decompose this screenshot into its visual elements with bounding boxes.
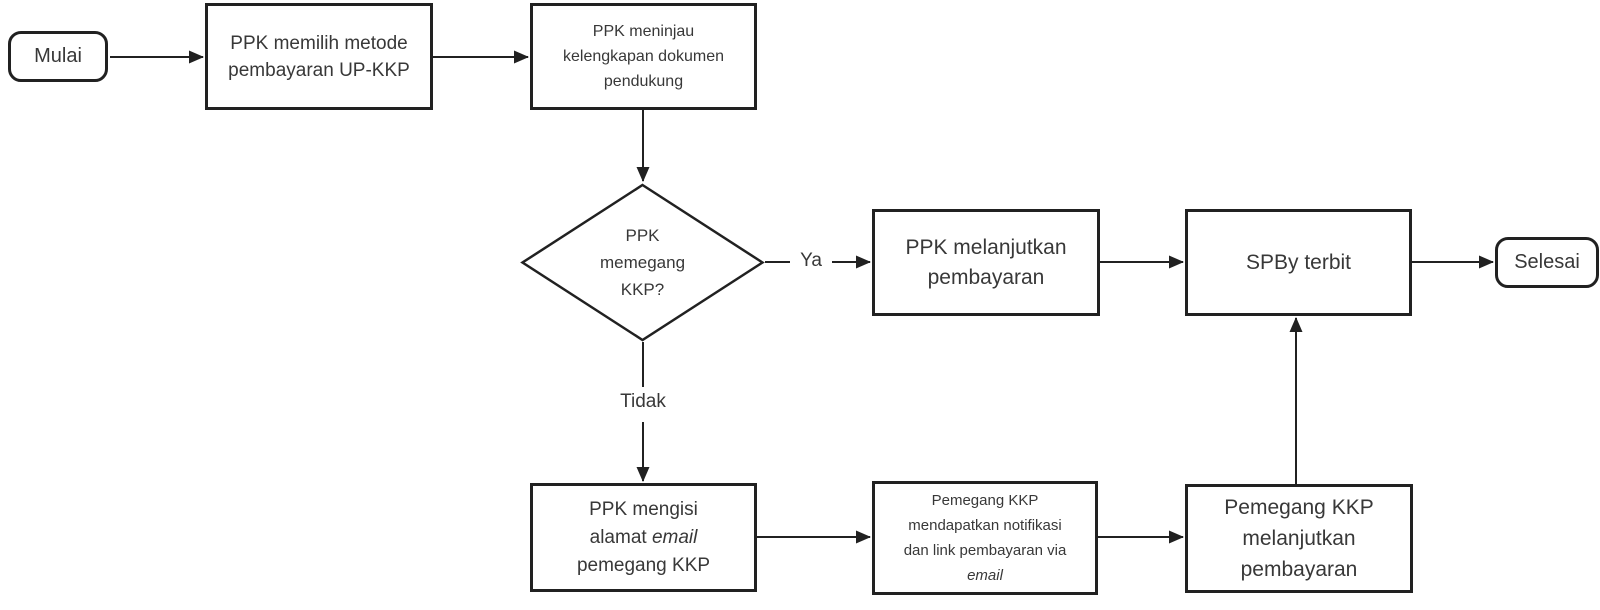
decision-diamond-shape xyxy=(520,183,765,342)
node-start-label: Mulai xyxy=(34,45,82,67)
node-review-docs-label: PPK meninjau kelengkapan dokumen penduku… xyxy=(562,23,724,90)
node-decision-label: PPK memegang KKP? xyxy=(599,226,686,299)
node-start: Mulai xyxy=(8,31,108,82)
node-choose-method-label: PPK memilih metode pembayaran UP-KKP xyxy=(228,32,410,81)
node-choose-method: PPK memilih metode pembayaran UP-KKP xyxy=(205,3,433,110)
node-fill-email: PPK mengisi alamat email pemegang KKP xyxy=(530,483,757,592)
edge-label-tidak: Tidak xyxy=(603,391,683,413)
node-holder-continue: Pemegang KKP melanjutkan pembayaran xyxy=(1185,484,1413,593)
node-notification: Pemegang KKP mendapatkan notifikasi dan … xyxy=(872,481,1098,595)
node-spby: SPBy terbit xyxy=(1185,209,1412,316)
node-end-label: Selesai xyxy=(1514,251,1580,273)
node-review-docs: PPK meninjau kelengkapan dokumen penduku… xyxy=(530,3,757,110)
node-fill-email-label: PPK mengisi alamat email pemegang KKP xyxy=(576,498,711,576)
node-spby-label: SPBy terbit xyxy=(1245,250,1352,274)
node-holder-continue-label: Pemegang KKP melanjutkan pembayaran xyxy=(1224,496,1374,581)
node-notification-label: Pemegang KKP mendapatkan notifikasi dan … xyxy=(903,492,1067,584)
node-decision: PPK memegang KKP? xyxy=(520,183,765,342)
node-end: Selesai xyxy=(1495,237,1599,288)
node-ppk-continue-label: PPK melanjutkan pembayaran xyxy=(905,235,1067,289)
node-ppk-continue: PPK melanjutkan pembayaran xyxy=(872,209,1100,316)
edge-label-ya: Ya xyxy=(790,250,832,272)
